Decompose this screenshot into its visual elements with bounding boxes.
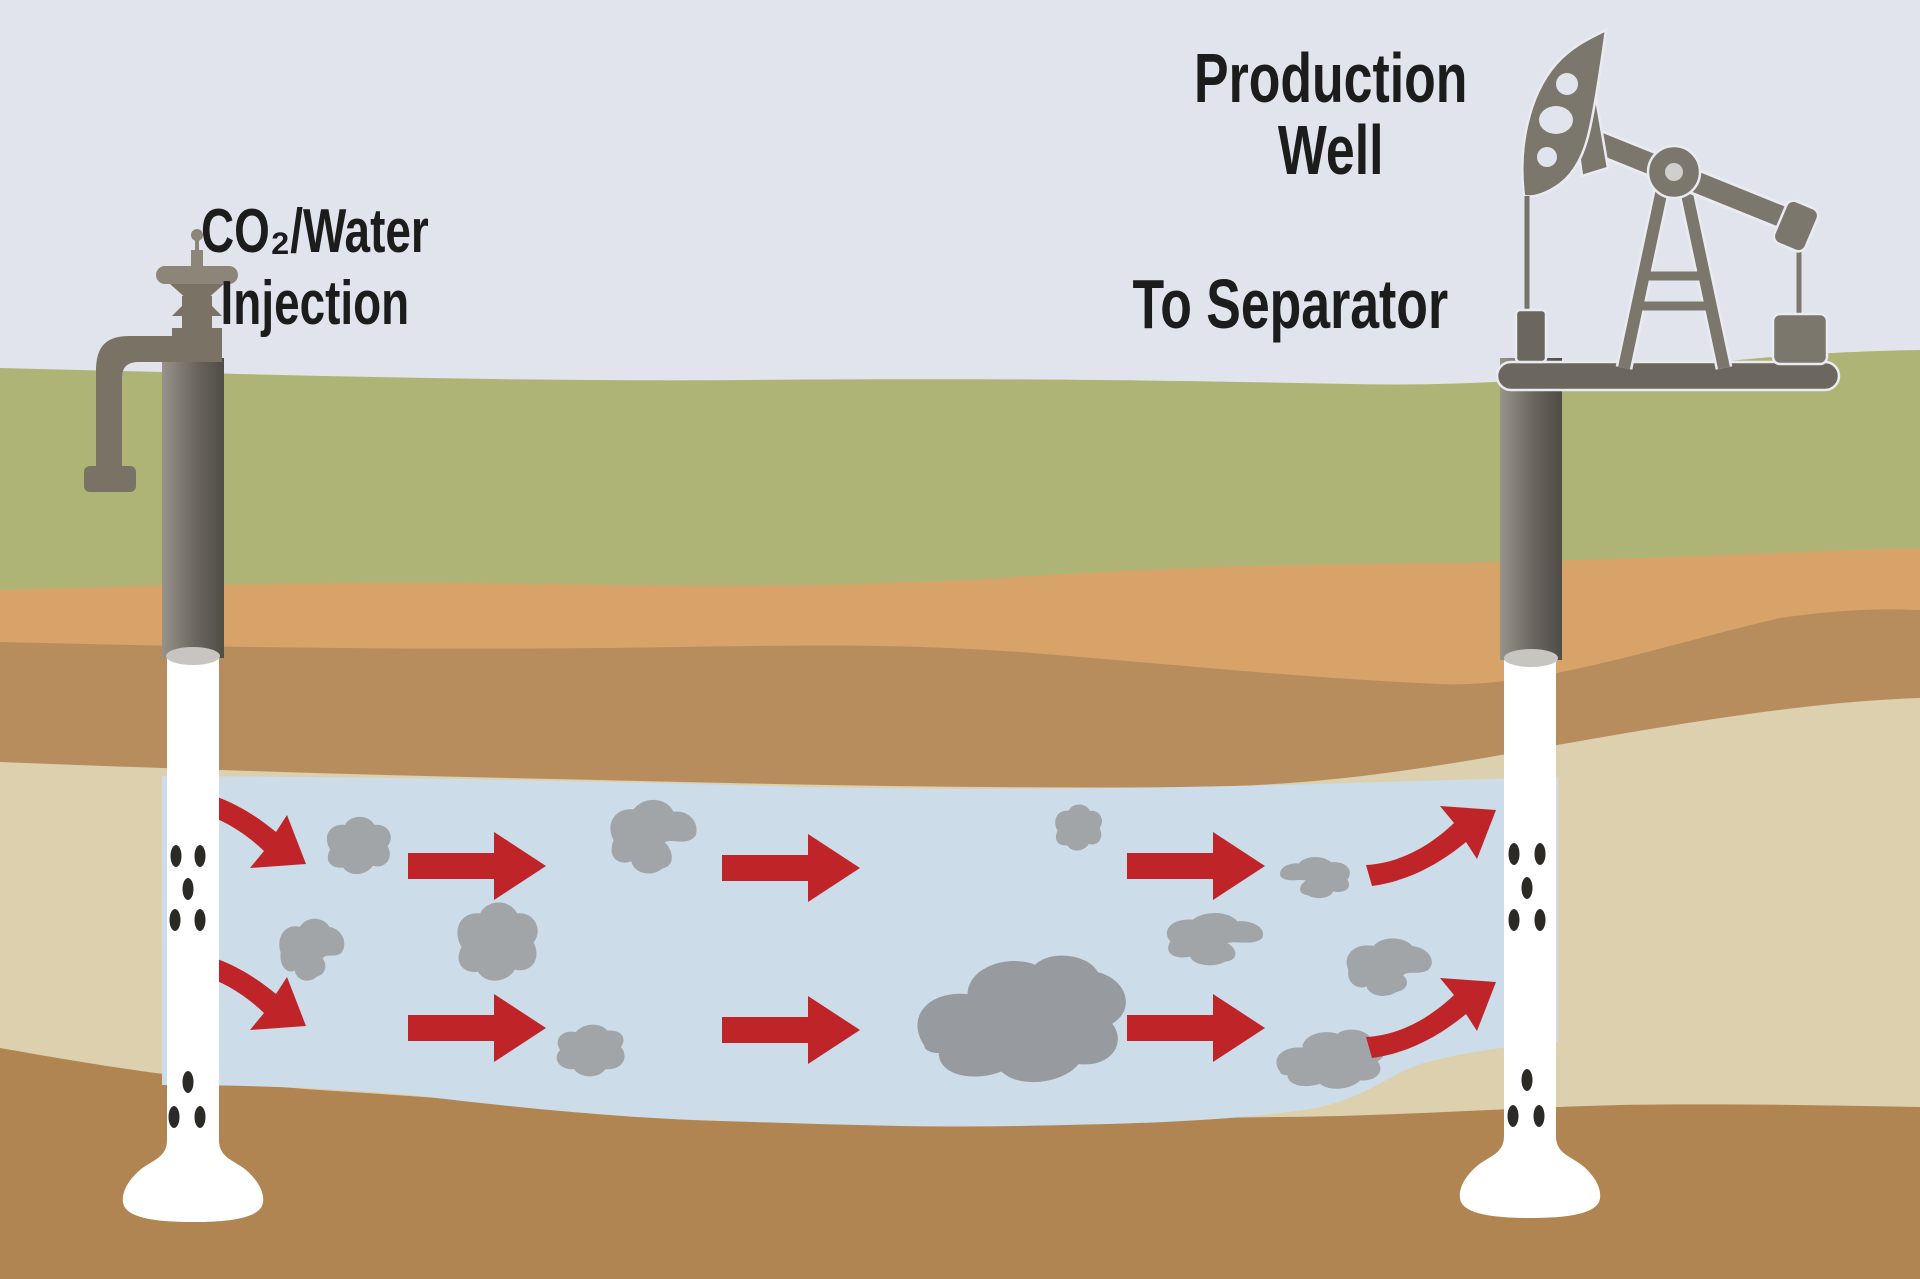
perforation-dot bbox=[1507, 1105, 1519, 1127]
injection-well bbox=[84, 229, 264, 1222]
wellhead-spout bbox=[96, 336, 188, 470]
production-well-label: Production Well bbox=[1131, 42, 1531, 186]
valve-handwheel bbox=[156, 266, 238, 284]
pumpjack-skid bbox=[1495, 360, 1841, 392]
injection-well-bore bbox=[122, 652, 264, 1222]
perforation-dot bbox=[194, 845, 206, 867]
injection-well-label: CO₂/Water Injection bbox=[115, 196, 515, 340]
injection-perforations bbox=[168, 845, 206, 1128]
base-rock-layer bbox=[0, 1048, 1920, 1279]
perforation-dot bbox=[182, 1071, 194, 1093]
perforation-dot bbox=[1534, 843, 1546, 865]
valve-stem bbox=[191, 250, 203, 268]
perforation-dot bbox=[194, 1106, 206, 1128]
perforation-dot bbox=[194, 909, 206, 931]
perforation-dot bbox=[1508, 843, 1520, 865]
spout-flange bbox=[84, 466, 136, 492]
perforation-dot bbox=[1521, 1069, 1533, 1091]
valve-body bbox=[170, 284, 224, 316]
valve-wellhead-icon bbox=[84, 229, 238, 492]
casing-shoe bbox=[166, 647, 220, 665]
perforation-dot bbox=[1508, 909, 1520, 931]
pumpjack-icon bbox=[1495, 27, 1841, 392]
casing-shoe bbox=[1504, 649, 1558, 667]
crank-end-block bbox=[1772, 199, 1820, 253]
perforation-dot bbox=[168, 1106, 180, 1128]
production-well bbox=[1459, 27, 1841, 1218]
production-label-line1: Production bbox=[1194, 39, 1468, 117]
injection-label-line1: CO₂/Water bbox=[201, 197, 429, 266]
injection-casing bbox=[162, 358, 224, 658]
perforation-dot bbox=[169, 909, 181, 931]
production-well-bore bbox=[1459, 656, 1601, 1218]
horsehead-hole bbox=[1537, 147, 1557, 167]
production-label-line2: Well bbox=[1278, 111, 1384, 189]
wellhead-collar bbox=[172, 328, 222, 362]
to-separator-label: To Separator bbox=[1070, 268, 1510, 340]
wellhead-stuffing-box bbox=[1514, 308, 1548, 364]
perforation-dot bbox=[182, 878, 194, 900]
pivot-hub bbox=[1665, 163, 1683, 181]
horsehead-hole bbox=[1556, 73, 1578, 95]
production-casing bbox=[1500, 358, 1562, 660]
perforation-dot bbox=[1521, 877, 1533, 899]
perforation-dot bbox=[1534, 909, 1546, 931]
separator-label-text: To Separator bbox=[1132, 265, 1448, 343]
perforation-dot bbox=[1533, 1105, 1545, 1127]
production-perforations bbox=[1507, 843, 1546, 1127]
counterweight bbox=[1771, 312, 1829, 366]
valve-pin-knob bbox=[191, 229, 203, 241]
injection-label-line2: Injection bbox=[220, 269, 410, 338]
perforation-dot bbox=[170, 845, 182, 867]
horsehead-hole bbox=[1539, 106, 1573, 134]
